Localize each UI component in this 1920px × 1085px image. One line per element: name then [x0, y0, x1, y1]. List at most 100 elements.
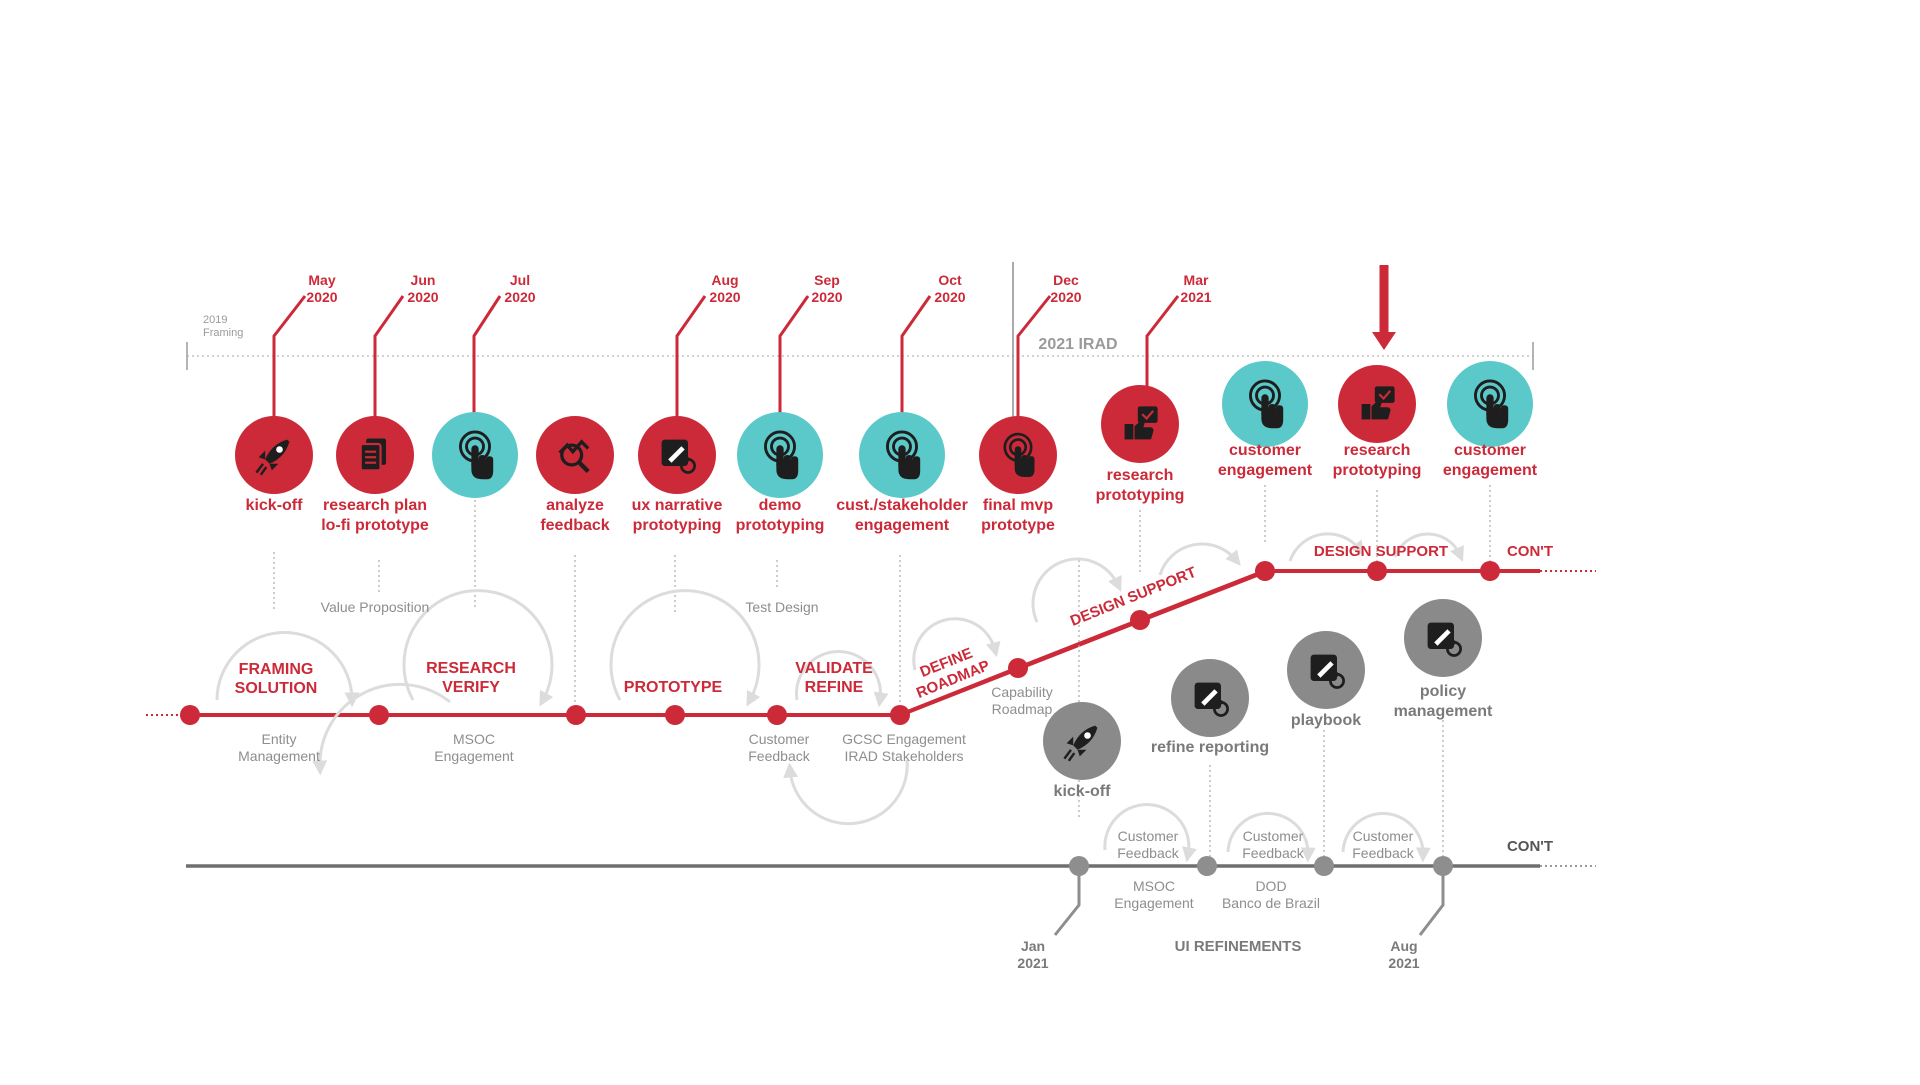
dates-top: May2020Jun2020Jul2020Aug2020Sep2020Oct20…	[272, 272, 1212, 420]
design-support-flat: DESIGN SUPPORT	[1314, 543, 1448, 560]
date-year: 2020	[934, 289, 965, 305]
bottom-cf1-line2: Feedback	[1117, 845, 1179, 861]
milestone-label-line1: customer	[1454, 442, 1526, 459]
track-node-red	[180, 705, 200, 725]
milestone-label-line1: ux narrative	[632, 497, 723, 514]
date-month: Jan	[1021, 938, 1045, 954]
bottom-dod-line1: DOD	[1255, 878, 1286, 894]
date-year: 2020	[1050, 289, 1081, 305]
date-month: Aug	[711, 272, 738, 288]
track-node-red	[1130, 610, 1150, 630]
track-node-red	[1008, 658, 1028, 678]
milestone-bottom: kick-off	[1043, 702, 1121, 800]
milestone-top: demo prototyping	[736, 412, 825, 534]
milestone-label-line2: prototyping	[736, 517, 825, 534]
date-month: May	[308, 272, 335, 288]
date-month: Sep	[814, 272, 840, 288]
phase-labels: FRAMING SOLUTION RESEARCH VERIFY PROTOTY…	[235, 660, 873, 697]
gcsc-line1: GCSC Engagement	[842, 731, 966, 747]
date-month: Jun	[411, 272, 436, 288]
milestone-label-line2: engagement	[855, 517, 950, 534]
milestone-label-line2: feedback	[540, 517, 609, 534]
phase-prototype: PROTOTYPE	[624, 679, 723, 696]
track-node-red	[1255, 561, 1275, 581]
milestone-label-line1: customer	[1229, 442, 1301, 459]
track-node-red	[1367, 561, 1387, 581]
msoc-engagement-line2: Engagement	[434, 748, 514, 764]
date-year: 2020	[407, 289, 438, 305]
date-year: 2020	[811, 289, 842, 305]
annotations-bottom: Customer Feedback Customer Feedback Cust…	[1114, 828, 1414, 955]
date-month: Aug	[1390, 938, 1417, 954]
date-leader-line	[778, 295, 810, 420]
bottom-cf2-line2: Feedback	[1242, 845, 1304, 861]
date-leader-line-gray	[1418, 866, 1445, 936]
phase-validate-line2: REFINE	[805, 679, 864, 696]
entity-management-line2: Management	[238, 748, 320, 764]
milestone-label-line2: prototyping	[1096, 487, 1185, 504]
bottom-cf3-line2: Feedback	[1352, 845, 1414, 861]
msoc-engagement-line1: MSOC	[453, 731, 495, 747]
date-month: Oct	[938, 272, 962, 288]
date-leader-line	[373, 295, 405, 420]
ui-refinements: UI REFINEMENTS	[1175, 938, 1302, 955]
milestone-label-line2: engagement	[1443, 462, 1538, 479]
cont-bottom: CON'T	[1507, 838, 1553, 855]
milestone-bottom-label-line2: management	[1394, 703, 1493, 720]
date-year: 2020	[709, 289, 740, 305]
framing-label: Framing	[203, 327, 243, 339]
phase-validate-line1: VALIDATE	[795, 660, 873, 677]
cycle-arcs-top	[215, 532, 1464, 826]
gcsc-line2: IRAD Stakeholders	[844, 748, 963, 764]
test-design: Test Design	[745, 599, 818, 615]
framing-year: 2019	[203, 314, 227, 326]
date-leader-line	[675, 295, 707, 420]
date-leader-line	[900, 295, 932, 420]
track-node-red	[890, 705, 910, 725]
track-node-red	[566, 705, 586, 725]
milestone-bottom-label: playbook	[1291, 712, 1361, 729]
current-position-arrow-head	[1372, 332, 1396, 350]
milestones-bottom: kick-off refine reporting playbook policyma…	[1043, 599, 1493, 800]
value-proposition: Value Proposition	[321, 599, 430, 615]
track-node-red	[369, 705, 389, 725]
milestone-top: kick-off	[235, 416, 313, 514]
phase-framing-line1: FRAMING	[239, 661, 314, 678]
date-leader-line	[1145, 295, 1180, 392]
entity-management-line1: Entity	[261, 731, 296, 747]
track-node-red	[767, 705, 787, 725]
milestone-circle	[536, 416, 614, 494]
track-node-gray	[1197, 856, 1217, 876]
date-year: 2021	[1017, 955, 1048, 971]
date-year: 2020	[504, 289, 535, 305]
customer-feedback-line1: Customer	[749, 731, 810, 747]
milestone-bottom: playbook	[1287, 631, 1365, 729]
track-dots	[180, 561, 1500, 876]
customer-feedback-line2: Feedback	[748, 748, 810, 764]
milestone-label-line2: engagement	[1218, 462, 1313, 479]
phase-framing-line2: SOLUTION	[235, 680, 318, 697]
milestone-label-line1: kick-off	[246, 497, 304, 514]
milestone-label-line1: demo	[759, 497, 802, 514]
milestone-bottom-label: refine reporting	[1151, 739, 1269, 756]
milestone-top: customer engagement	[1218, 361, 1313, 479]
date-leader-line	[472, 295, 502, 420]
date-year: 2020	[306, 289, 337, 305]
milestone-label-line1: final mvp	[983, 497, 1053, 514]
